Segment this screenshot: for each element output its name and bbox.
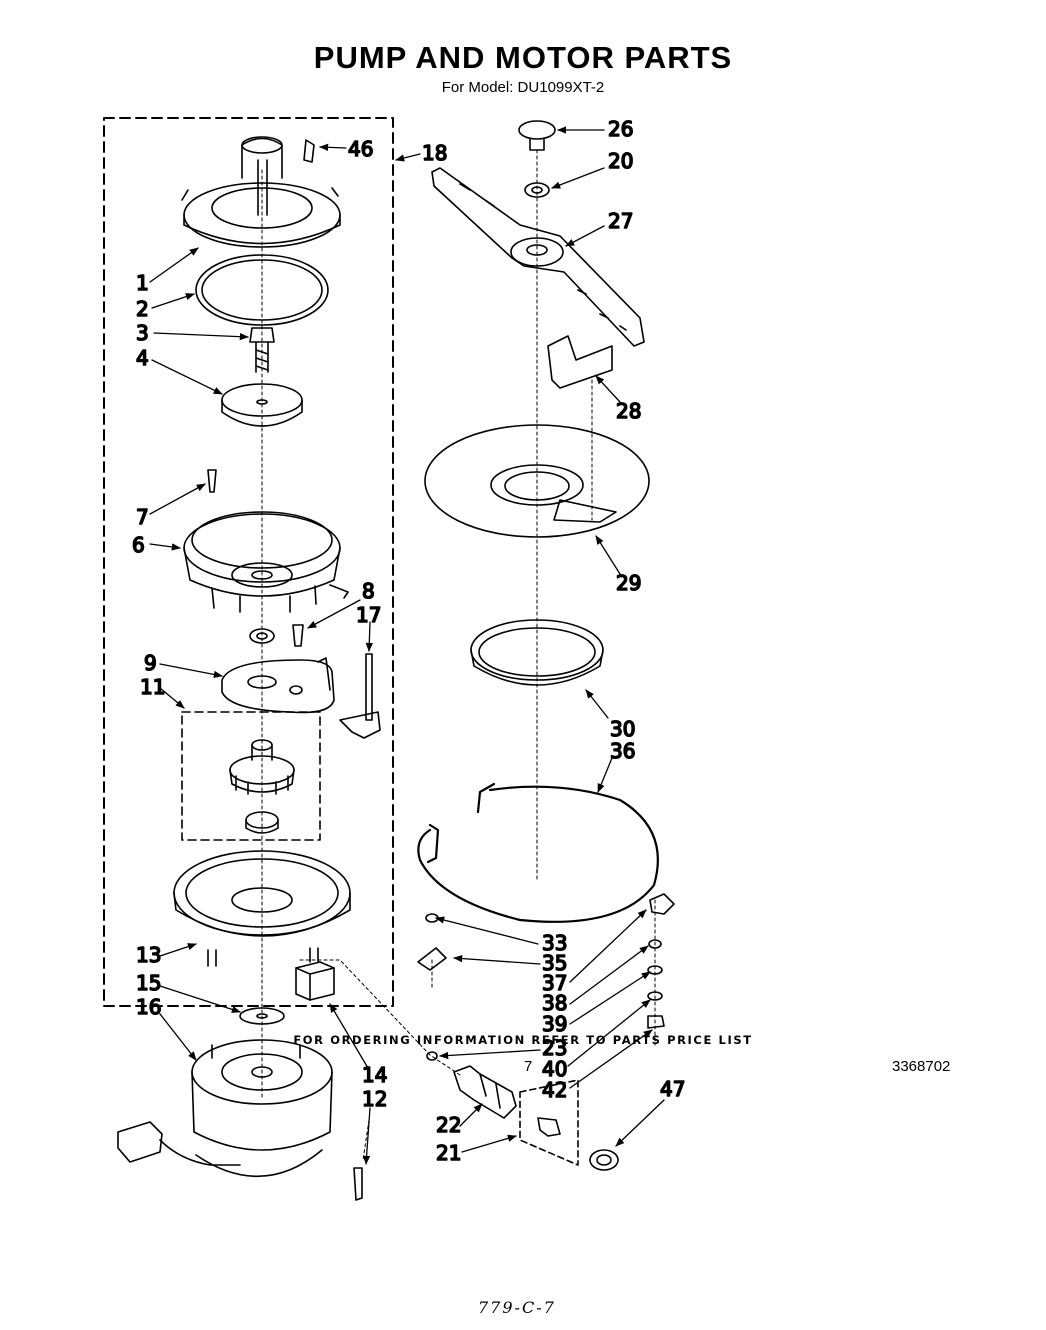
heating-element-part-36 bbox=[417, 782, 659, 923]
housing-part-6 bbox=[183, 511, 349, 613]
callout-33: 33 bbox=[542, 931, 567, 955]
callout-27: 27 bbox=[608, 209, 633, 233]
callout-47: 47 bbox=[660, 1077, 685, 1101]
callout-36: 36 bbox=[610, 739, 635, 763]
callout-13: 13 bbox=[136, 943, 161, 967]
terminal-part-37 bbox=[649, 893, 675, 915]
callout-35: 35 bbox=[542, 951, 567, 975]
callout-3: 3 bbox=[136, 321, 149, 345]
callout-42: 42 bbox=[542, 1078, 567, 1102]
assembly-18-outline bbox=[103, 117, 394, 1007]
handwritten-note: 779-C-7 bbox=[478, 1298, 556, 1317]
callout-23: 23 bbox=[542, 1036, 567, 1060]
washer-part-39 bbox=[647, 965, 663, 975]
callout-1: 1 bbox=[136, 271, 149, 295]
pin-part-7 bbox=[207, 469, 217, 493]
callout-leaders bbox=[149, 126, 665, 1165]
part-21-outline bbox=[519, 1079, 579, 1166]
page-number: 7 bbox=[524, 1058, 533, 1075]
callout-21: 21 bbox=[436, 1141, 461, 1165]
callout-15: 15 bbox=[136, 971, 161, 995]
washer-part-40 bbox=[647, 991, 663, 1001]
callout-8: 8 bbox=[362, 579, 375, 603]
cap-part-4 bbox=[221, 383, 303, 427]
impeller-part-11 bbox=[229, 739, 295, 834]
callout-38: 38 bbox=[542, 991, 567, 1015]
callout-39: 39 bbox=[542, 1012, 567, 1036]
callout-26: 26 bbox=[608, 117, 633, 141]
callout-labels: 46 18 1 2 3 4 7 6 8 17 9 11 13 15 16 14 … bbox=[131, 116, 686, 1166]
nut-part-42 bbox=[647, 1015, 665, 1029]
callout-2: 2 bbox=[136, 297, 149, 321]
callout-6: 6 bbox=[132, 533, 145, 557]
axis-lines bbox=[261, 149, 656, 1161]
clip-part-46 bbox=[303, 139, 315, 163]
callout-14: 14 bbox=[362, 1063, 387, 1087]
callout-4: 4 bbox=[136, 346, 149, 370]
bracket-part-28 bbox=[547, 335, 613, 389]
bracket-part-35 bbox=[417, 947, 447, 971]
block-part-14 bbox=[295, 961, 335, 1001]
plug-part-23 bbox=[426, 1051, 438, 1061]
screw-part-12 bbox=[353, 1167, 363, 1201]
callout-12: 12 bbox=[362, 1087, 387, 1111]
callout-28: 28 bbox=[616, 399, 641, 423]
callout-22: 22 bbox=[436, 1113, 461, 1137]
callout-37: 37 bbox=[542, 971, 567, 995]
washer-part-38 bbox=[648, 939, 662, 949]
callout-9: 9 bbox=[144, 651, 157, 675]
document-number: 3368702 bbox=[892, 1058, 951, 1075]
callout-20: 20 bbox=[608, 149, 633, 173]
seal-ring-part-2 bbox=[195, 254, 329, 326]
callout-16: 16 bbox=[136, 995, 161, 1019]
page-title: PUMP AND MOTOR PARTS bbox=[313, 40, 733, 75]
callout-11: 11 bbox=[140, 675, 165, 699]
screw-part-3 bbox=[249, 327, 275, 373]
clamp-part-47 bbox=[589, 1149, 619, 1171]
motor-mount-part-13 bbox=[173, 850, 351, 967]
callout-17: 17 bbox=[356, 603, 381, 627]
ordering-info-footer: FOR ORDERING INFORMATION REFER TO PARTS … bbox=[293, 1033, 753, 1047]
callout-18: 18 bbox=[422, 141, 447, 165]
plate-part-9 bbox=[221, 657, 335, 714]
washer-part-10 bbox=[249, 628, 275, 644]
washer-part-15 bbox=[239, 1007, 285, 1025]
washer-part-20 bbox=[524, 182, 550, 198]
callout-29: 29 bbox=[616, 571, 641, 595]
spray-arm-part-27 bbox=[431, 167, 645, 347]
callout-7: 7 bbox=[136, 505, 149, 529]
cap-part-26 bbox=[518, 120, 556, 151]
callout-30: 30 bbox=[610, 717, 635, 741]
gasket-part-30 bbox=[470, 619, 604, 686]
motor-part-16 bbox=[117, 1039, 333, 1178]
model-subtitle: For Model: DU1099XT-2 bbox=[441, 79, 605, 96]
clip-part-21 bbox=[537, 1117, 561, 1137]
screw-part-8 bbox=[292, 624, 304, 647]
filter-plate-part-29 bbox=[424, 424, 650, 538]
callout-46: 46 bbox=[348, 137, 373, 161]
pump-housing-part-1 bbox=[181, 136, 341, 248]
callout-40: 40 bbox=[542, 1057, 567, 1081]
assembly-11-outline bbox=[181, 711, 321, 841]
valve-part-22 bbox=[453, 1065, 517, 1119]
rod-part-17 bbox=[339, 653, 381, 739]
